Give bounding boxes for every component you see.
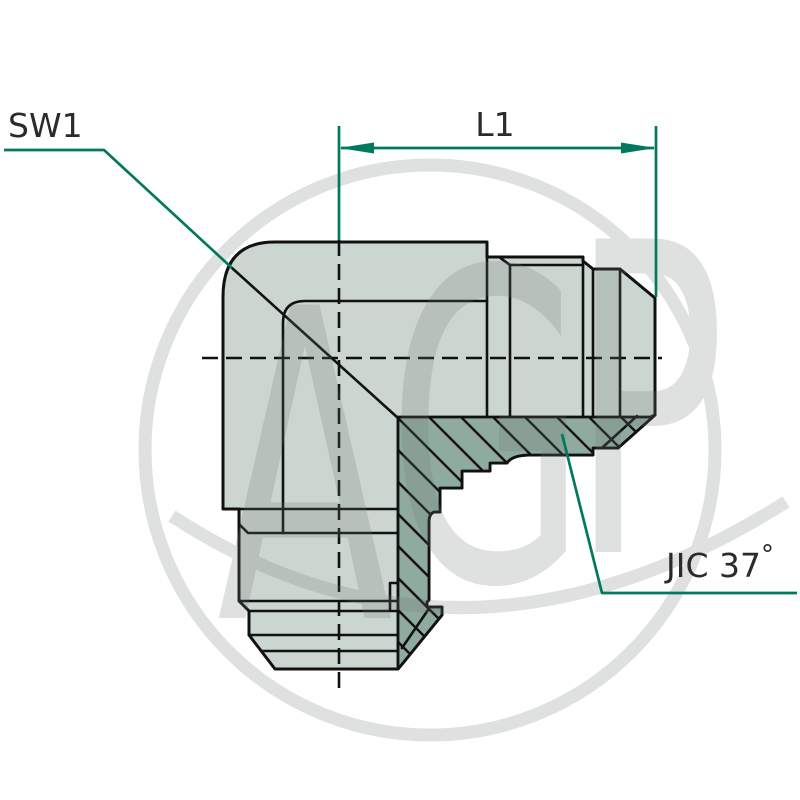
annotations: SW1 L1 JIC 37° — [4, 105, 797, 595]
corner-chamfer-edge — [230, 266, 400, 420]
sw1-leader-line — [4, 148, 233, 269]
jic-label-text: JIC 37 — [664, 546, 761, 585]
watermark-letter-g: G — [387, 181, 587, 682]
jic-label: JIC 37° — [664, 540, 774, 585]
watermark-swoosh — [168, 496, 790, 615]
jic-degree-symbol: ° — [761, 540, 774, 570]
fitting-detail-lines — [230, 240, 622, 669]
l1-arrow-right — [621, 142, 656, 154]
sw1-label: SW1 — [8, 106, 83, 145]
watermark-letter-a: A — [217, 219, 394, 720]
watermark-ring — [138, 158, 722, 742]
nose-chamfer-section-edge-bottom — [400, 608, 430, 650]
nose-chamfer-section-edge — [601, 414, 639, 449]
jic-leader-line — [560, 433, 797, 595]
watermark-logo: A G P — [138, 153, 790, 742]
l1-arrow-left — [339, 142, 374, 154]
l1-label: L1 — [475, 105, 514, 144]
